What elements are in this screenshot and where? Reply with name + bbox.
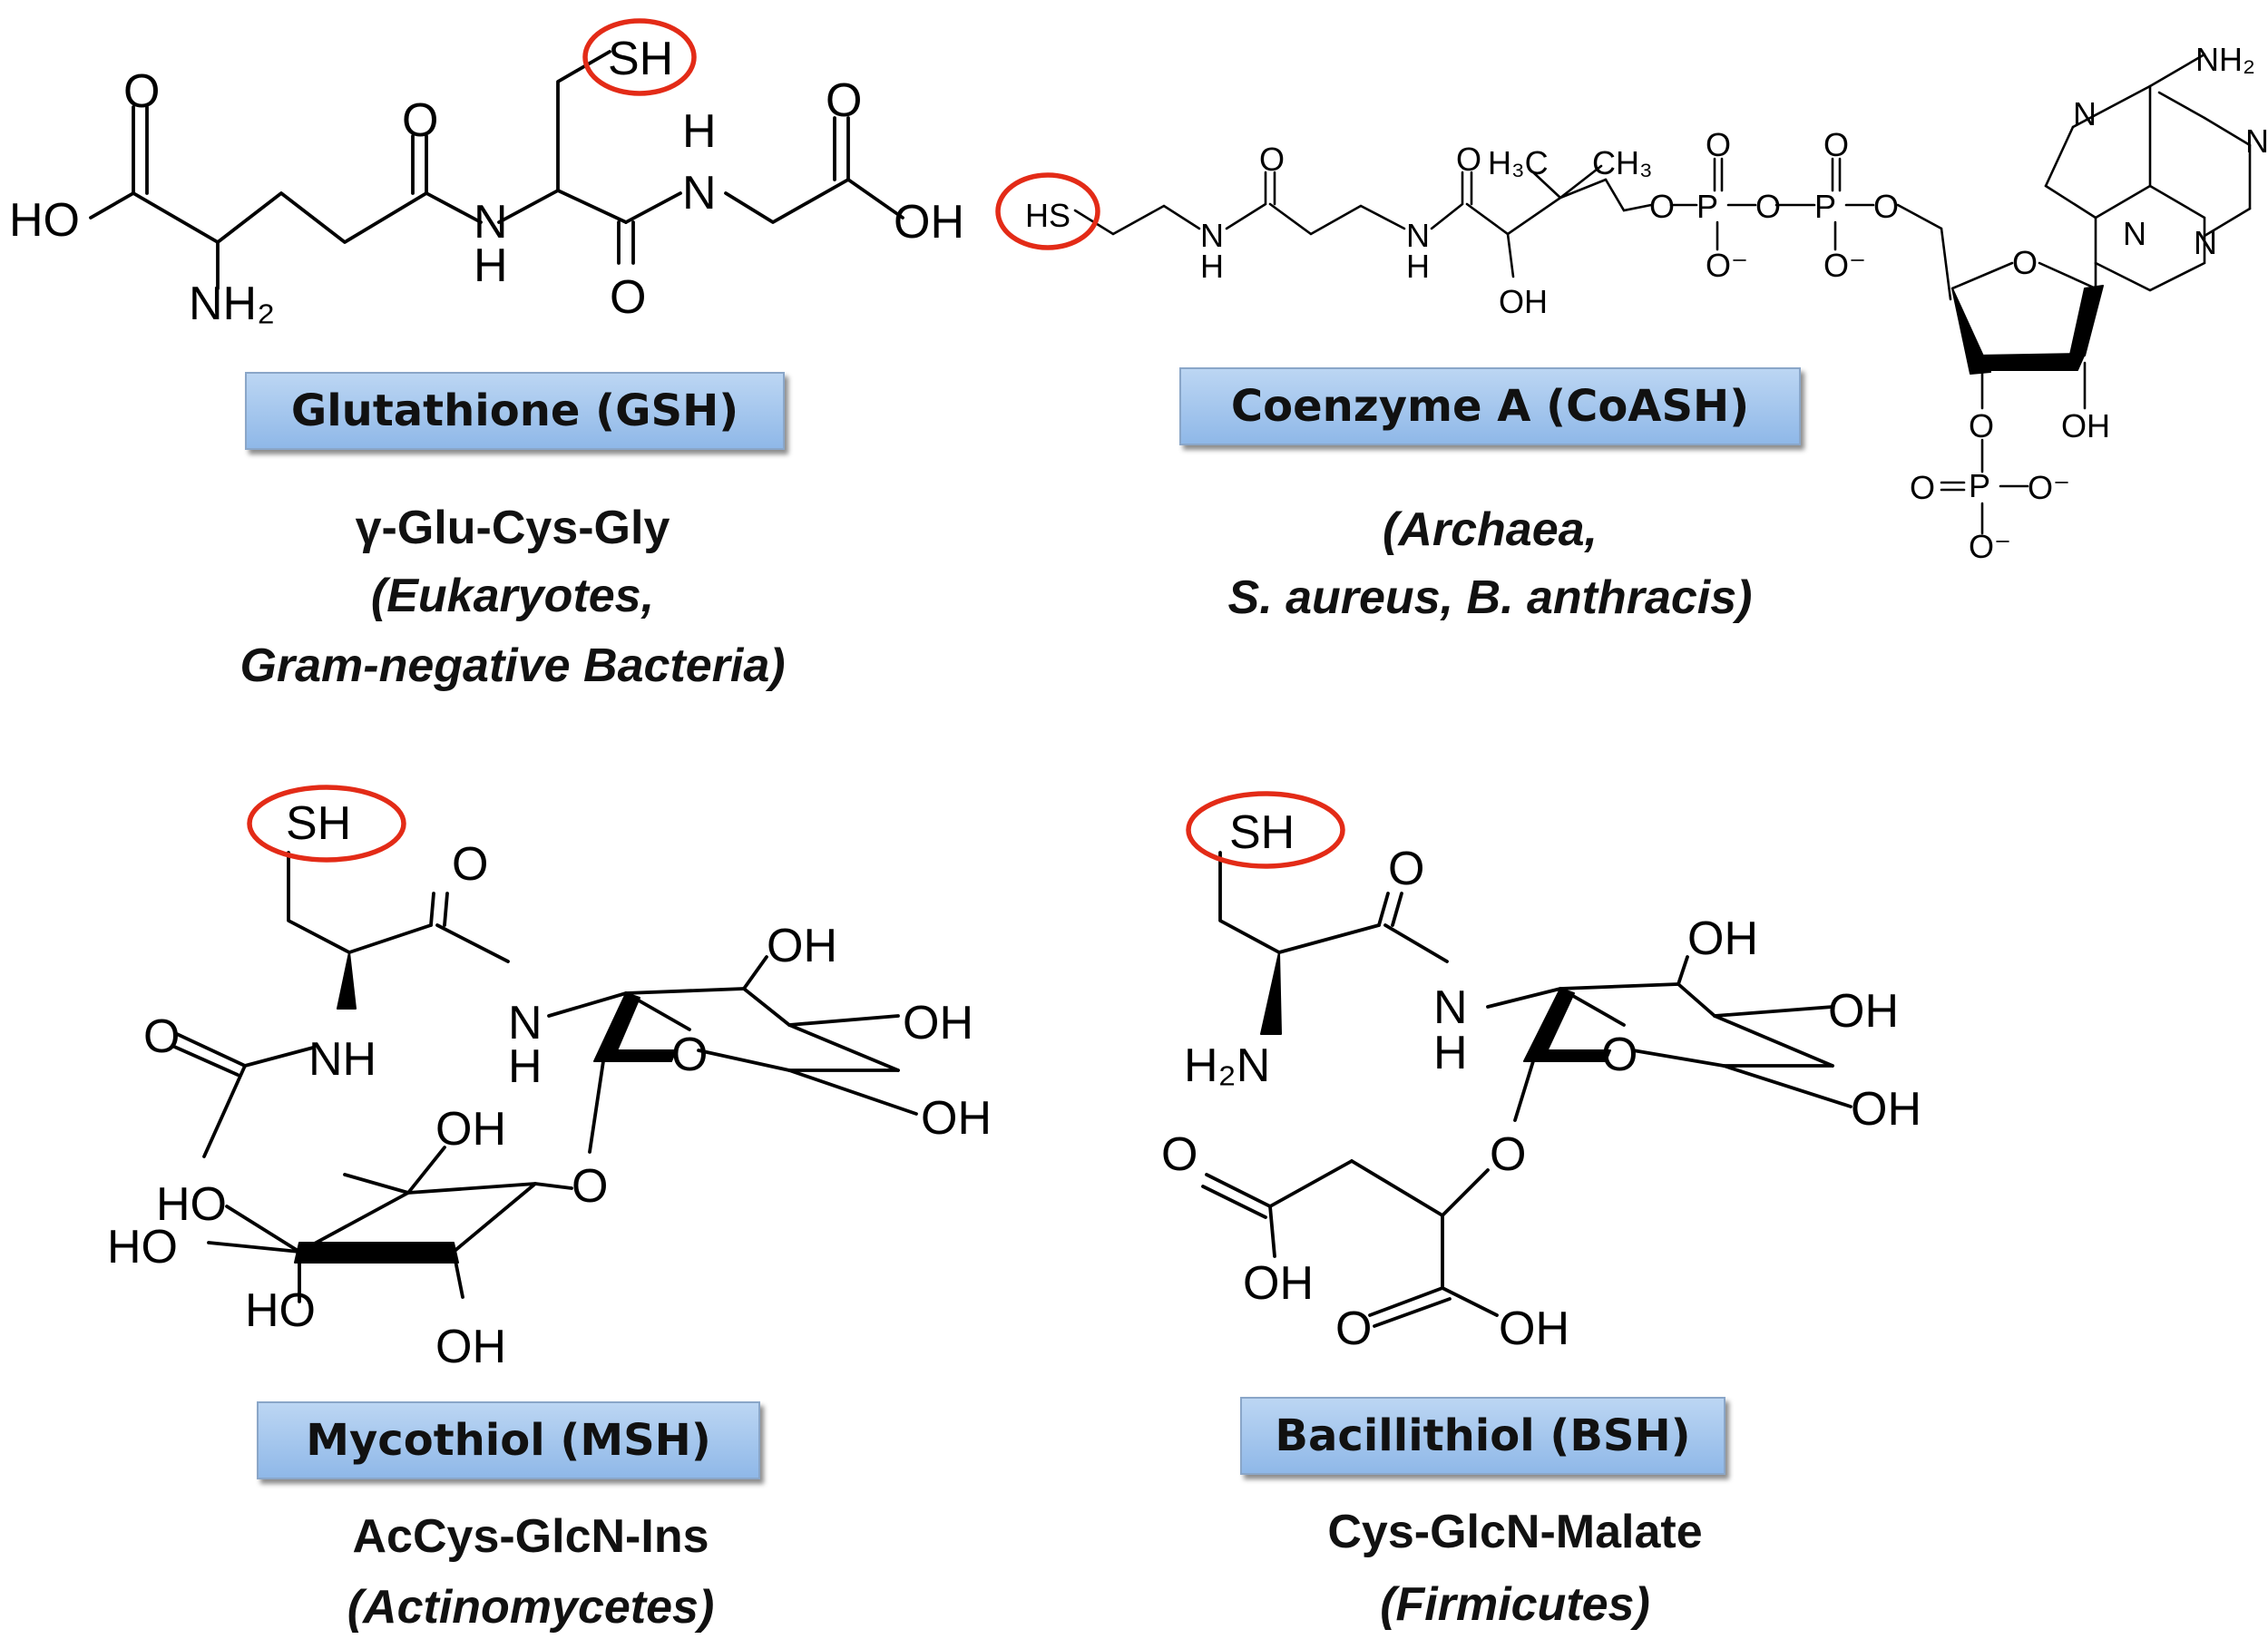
- bacillithiol-organisms: (Firmicutes): [1380, 1578, 1650, 1631]
- mycothiol-sequence: AcCys-GlcN-Ins: [352, 1510, 709, 1563]
- atom-oh: OH: [1687, 912, 1758, 965]
- atom-n: N: [2245, 122, 2268, 160]
- glutathione-organisms-line1: (Eukaryotes,: [370, 570, 655, 622]
- atom-oh: OH: [2061, 407, 2110, 444]
- mycothiol-organisms: (Actinomycetes): [347, 1581, 715, 1634]
- atom-oh: OH: [1243, 1257, 1314, 1310]
- atom-ch3: CH₃: [1592, 144, 1653, 181]
- atom-h: H: [682, 105, 717, 158]
- atom-o: O: [1823, 126, 1849, 163]
- atom-h2n: H₂N: [1184, 1039, 1270, 1092]
- atom-p: P: [1696, 188, 1718, 225]
- atom-o: O: [1649, 188, 1675, 225]
- atom-o: O: [572, 1160, 608, 1213]
- atom-oh: OH: [435, 1103, 506, 1156]
- atom-n: N: [1406, 217, 1430, 254]
- atom-oh: OH: [767, 920, 837, 972]
- glutathione-label: Glutathione (GSH): [245, 372, 785, 450]
- atom-n: N: [508, 997, 543, 1049]
- atom-p: P: [1969, 467, 1990, 504]
- atom-ho: HO: [9, 194, 80, 247]
- atom-n: N: [1200, 217, 1224, 254]
- bacillithiol-structure: SH O H₂N N H OH OH O OH O O OH O OH: [1161, 791, 1921, 1355]
- atom-o: O: [1910, 469, 1935, 506]
- atom-hs: HS: [1025, 197, 1070, 234]
- atom-o-minus: O⁻: [1706, 247, 1748, 284]
- atom-h: H: [1200, 248, 1224, 285]
- atom-n: N: [1433, 981, 1468, 1034]
- atom-oh: OH: [1851, 1083, 1921, 1136]
- atom-o: O: [1969, 407, 1994, 444]
- mycothiol-label: Mycothiol (MSH): [257, 1401, 760, 1479]
- atom-o: O: [1335, 1303, 1372, 1355]
- atom-ho: HO: [156, 1178, 227, 1231]
- atom-h3c: H₃C: [1488, 144, 1549, 181]
- atom-p: P: [1814, 188, 1836, 225]
- mycothiol-structure: SH O O NH N H OH OH O OH O OH HO HO HO O…: [107, 785, 992, 1373]
- atom-o-minus: O⁻: [2028, 469, 2070, 506]
- atom-oh: OH: [435, 1321, 506, 1373]
- atom-n: N: [682, 167, 717, 220]
- glutathione-structure: HO O NH₂ O N H SH O H N O OH: [9, 18, 964, 330]
- thiol-highlight: [582, 18, 697, 96]
- atom-n: N: [2194, 224, 2217, 261]
- atom-o: O: [671, 1029, 708, 1081]
- atom-o: O: [402, 94, 438, 147]
- atom-h: H: [474, 239, 508, 292]
- coenzyme-a-structure: HS N H O N H O OH H₃C CH₃ O P O O⁻ O P O…: [995, 41, 2268, 565]
- atom-h: H: [1433, 1027, 1468, 1079]
- atom-sh: SH: [1229, 806, 1295, 859]
- bacillithiol-label: Bacillithiol (BSH): [1240, 1397, 1725, 1475]
- atom-n: N: [2123, 215, 2146, 252]
- atom-nh: NH: [308, 1033, 376, 1086]
- atom-ho: HO: [107, 1221, 178, 1273]
- atom-o: O: [1873, 188, 1899, 225]
- atom-o: O: [1601, 1029, 1637, 1081]
- atom-h: H: [508, 1040, 543, 1093]
- atom-oh: OH: [921, 1092, 992, 1145]
- atom-oh: OH: [894, 196, 964, 249]
- atom-n: N: [2073, 95, 2097, 132]
- atom-o: O: [1490, 1128, 1526, 1181]
- atom-oh: OH: [1828, 985, 1899, 1038]
- atom-o: O: [1755, 188, 1781, 225]
- atom-o: O: [1706, 126, 1731, 163]
- atom-nh2: NH₂: [189, 278, 275, 330]
- atom-n: N: [474, 196, 508, 249]
- atom-o: O: [610, 271, 646, 324]
- glutathione-sequence: γ-Glu-Cys-Gly: [355, 502, 670, 554]
- atom-o: O: [452, 838, 488, 891]
- atom-oh: OH: [903, 997, 973, 1049]
- atom-o: O: [826, 74, 862, 127]
- atom-oh: OH: [1499, 1303, 1569, 1355]
- coenzyme-a-label: Coenzyme A (CoASH): [1179, 367, 1801, 445]
- glutathione-organisms-line2: Gram-negative Bacteria): [240, 639, 786, 692]
- atom-o: O: [1456, 141, 1481, 178]
- atom-o: O: [1259, 141, 1285, 178]
- atom-sh: SH: [608, 33, 673, 85]
- atom-h: H: [1406, 248, 1430, 285]
- atom-ho: HO: [245, 1284, 316, 1337]
- atom-sh: SH: [286, 797, 351, 850]
- thiol-highlight: [995, 172, 1100, 250]
- atom-nh2: NH₂: [2195, 41, 2255, 78]
- atom-o: O: [1388, 843, 1424, 895]
- atom-oh: OH: [1499, 283, 1548, 320]
- coenzyme-a-organisms-line2: S. aureus, B. anthracis): [1227, 571, 1753, 624]
- coenzyme-a-organisms-line1: (Archaea,: [1383, 503, 1598, 556]
- atom-o: O: [123, 65, 160, 118]
- atom-o-minus: O⁻: [1969, 528, 2011, 565]
- bacillithiol-sequence: Cys-GlcN-Malate: [1327, 1506, 1703, 1558]
- atom-o: O: [2012, 244, 2038, 281]
- thiol-highlight: [1186, 791, 1345, 869]
- atom-o-minus: O⁻: [1823, 247, 1866, 284]
- atom-o: O: [143, 1010, 180, 1063]
- thiol-highlight: [247, 785, 406, 863]
- atom-o: O: [1161, 1128, 1198, 1181]
